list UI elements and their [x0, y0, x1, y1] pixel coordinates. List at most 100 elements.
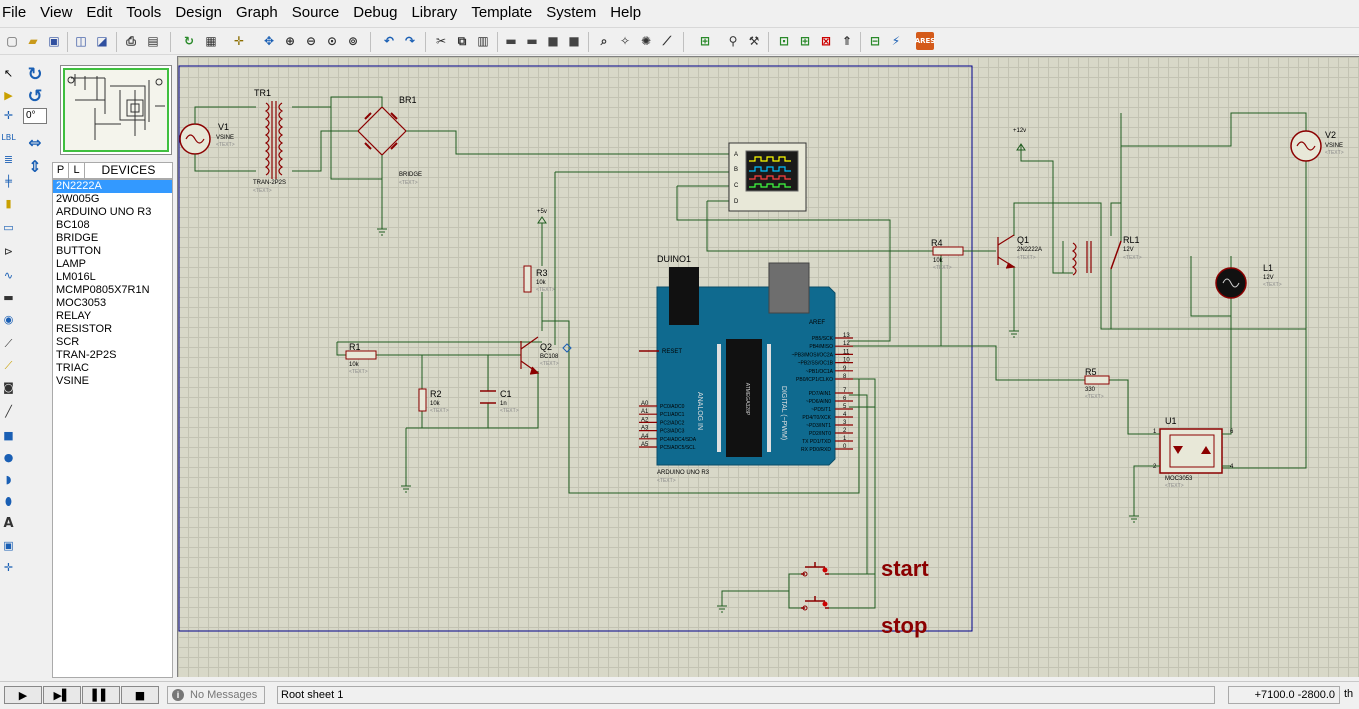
device-list-item[interactable]: MCMP0805X7R1N — [56, 284, 150, 296]
new-sheet-icon[interactable]: ⊡ — [778, 34, 790, 48]
menu-graph[interactable]: Graph — [236, 4, 278, 21]
bus-icon[interactable]: ╪ — [5, 175, 12, 188]
block-copy-icon[interactable]: ▬ — [505, 34, 517, 48]
menu-help[interactable]: Help — [610, 4, 642, 21]
grid-icon[interactable]: ▦ — [205, 34, 217, 48]
device-list-item[interactable]: RELAY — [56, 310, 92, 322]
u1-optocoupler[interactable]: U1 1 2 6 4 MOC3053 <TEXT> — [1142, 416, 1234, 489]
menu-template[interactable]: Template — [471, 4, 533, 21]
refresh-icon[interactable]: ↻ — [183, 34, 195, 48]
probe-icon[interactable]: ⟋ — [4, 336, 13, 350]
open-folder-icon[interactable]: ▰ — [28, 34, 38, 48]
mirror-vertical-icon[interactable]: ⇕ — [28, 156, 42, 176]
menu-debug[interactable]: Debug — [353, 4, 398, 21]
stop-button[interactable] — [801, 596, 829, 611]
library-manager-tab[interactable]: L — [69, 163, 85, 178]
import-icon[interactable]: ◫ — [75, 34, 87, 48]
start-button[interactable] — [801, 562, 829, 577]
play-button[interactable]: ▶ — [4, 686, 42, 704]
pin-icon[interactable]: ⊳ — [3, 245, 14, 258]
new-file-icon[interactable]: ▢ — [6, 34, 18, 48]
device-list-item[interactable]: VSINE — [56, 375, 90, 387]
wire-label-icon[interactable]: LBL — [1, 133, 16, 142]
print-area-icon[interactable]: ▤ — [147, 34, 159, 48]
decompose-icon[interactable]: ✺ — [640, 34, 652, 48]
zoom-out-icon[interactable]: ⊖ — [305, 34, 317, 48]
tape-icon[interactable]: ▬ — [3, 291, 14, 304]
save-icon[interactable]: ▣ — [48, 34, 60, 48]
junction-icon[interactable]: ✛ — [3, 109, 14, 122]
device-list-item[interactable]: LAMP — [56, 258, 86, 270]
search-icon[interactable]: ⚲ — [728, 34, 738, 48]
block-rotate-icon[interactable]: ■ — [547, 34, 559, 48]
q2-transistor[interactable]: Q2 BC108 <TEXT> — [520, 336, 559, 375]
l1-lamp[interactable]: L1 12V <TEXT> — [1215, 263, 1282, 299]
pause-button[interactable]: ▌▌ — [82, 686, 120, 704]
device-list-item[interactable]: BUTTON — [56, 245, 102, 257]
v1-vsine[interactable]: V1 VSINE <TEXT> — [179, 122, 235, 155]
r5-resistor[interactable]: R5 330 <TEXT> — [1084, 367, 1110, 400]
menu-tools[interactable]: Tools — [126, 4, 162, 21]
path-icon[interactable]: ⬮ — [5, 494, 12, 508]
erc-icon[interactable]: ⚡ — [891, 34, 901, 48]
stop-button[interactable]: ■ — [121, 686, 159, 704]
overview-window[interactable] — [60, 65, 172, 155]
device-list-item[interactable]: MOC3053 — [56, 297, 107, 309]
circle-icon[interactable]: ● — [3, 451, 14, 464]
rl1-relay[interactable]: RL1 12V <TEXT> — [1071, 235, 1142, 276]
step-button[interactable]: ▶▌ — [43, 686, 81, 704]
messages-indicator[interactable]: i No Messages — [167, 686, 265, 704]
menu-source[interactable]: Source — [291, 4, 340, 21]
rotate-ccw-icon[interactable]: ↺ — [27, 85, 43, 107]
r3-resistor[interactable]: R3 10k <TEXT> — [523, 265, 555, 293]
c1-capacitor[interactable]: C1 1n <TEXT> — [480, 389, 519, 414]
pick-device-icon[interactable]: ⌕ — [600, 33, 608, 48]
remove-sheet-icon[interactable]: ⊠ — [820, 34, 832, 48]
device-list-item[interactable]: RESISTOR — [56, 323, 113, 335]
arduino-uno[interactable]: DUINO1 ATMEGA328P AREF RESET ANALOG IN D… — [639, 254, 853, 484]
device-list-item[interactable]: 2W005G — [56, 193, 100, 205]
add-sheet-icon[interactable]: ⊞ — [799, 34, 811, 48]
terminal-icon[interactable]: ▭ — [3, 221, 14, 234]
copy-icon[interactable]: ⧉ — [457, 33, 467, 48]
device-list-item[interactable]: SCR — [56, 336, 80, 348]
export-icon[interactable]: ◪ — [96, 34, 108, 48]
block-delete-icon[interactable]: ■ — [568, 34, 580, 48]
pick-devices-tab[interactable]: P — [53, 163, 69, 178]
box-icon[interactable]: ■ — [3, 429, 14, 442]
r1-resistor[interactable]: R1 10k <TEXT> — [345, 342, 377, 375]
netlist-icon[interactable]: ⊞ — [699, 34, 711, 48]
v2-vsine[interactable]: V2 VSINE <TEXT> — [1290, 130, 1344, 162]
text-script-icon[interactable]: ≣ — [3, 153, 14, 166]
rotate-cw-icon[interactable]: ↻ — [27, 63, 43, 85]
menu-view[interactable]: View — [40, 4, 73, 21]
menu-system[interactable]: System — [546, 4, 597, 21]
zoom-in-icon[interactable]: ⊕ — [284, 34, 296, 48]
subcircuit-icon[interactable]: ▮ — [5, 197, 12, 210]
br1-bridge[interactable]: BR1 BRIDGE <TEXT> — [357, 95, 422, 186]
current-probe-icon[interactable]: ⟋ — [4, 358, 13, 372]
device-list-item[interactable]: TRIAC — [56, 362, 89, 374]
bom-icon[interactable]: ⊟ — [869, 34, 881, 48]
paste-icon[interactable]: ▥ — [477, 34, 489, 48]
menu-edit[interactable]: Edit — [86, 4, 113, 21]
ares-icon[interactable]: ARES — [915, 32, 935, 50]
schematic-canvas[interactable]: V1 VSINE <TEXT> TR1 TRAN-2P2S <TEXT> BR1… — [177, 56, 1359, 677]
line-icon[interactable]: ╱ — [5, 405, 12, 418]
make-device-icon[interactable]: ✧ — [619, 34, 631, 48]
r4-resistor[interactable]: R4 10k <TEXT> — [931, 238, 964, 271]
menu-library[interactable]: Library — [411, 4, 458, 21]
arc-icon[interactable]: ◗ — [5, 473, 12, 486]
oscilloscope[interactable]: A B C D — [728, 142, 807, 212]
redo-icon[interactable]: ↷ — [404, 34, 416, 48]
rotation-angle-field[interactable]: 0° — [23, 108, 47, 124]
tr1-transformer[interactable]: TR1 TRAN-2P2S <TEXT> — [253, 88, 286, 194]
goto-sheet-icon[interactable]: ⇑ — [841, 34, 853, 48]
graph-icon[interactable]: ∿ — [3, 269, 14, 282]
zoom-all-icon[interactable]: ⊙ — [326, 34, 338, 48]
property-tool-icon[interactable]: ⚒ — [748, 34, 760, 48]
component-mode-icon[interactable]: ▶ — [4, 89, 13, 102]
cut-icon[interactable]: ✂ — [435, 34, 447, 48]
menu-design[interactable]: Design — [175, 4, 223, 21]
